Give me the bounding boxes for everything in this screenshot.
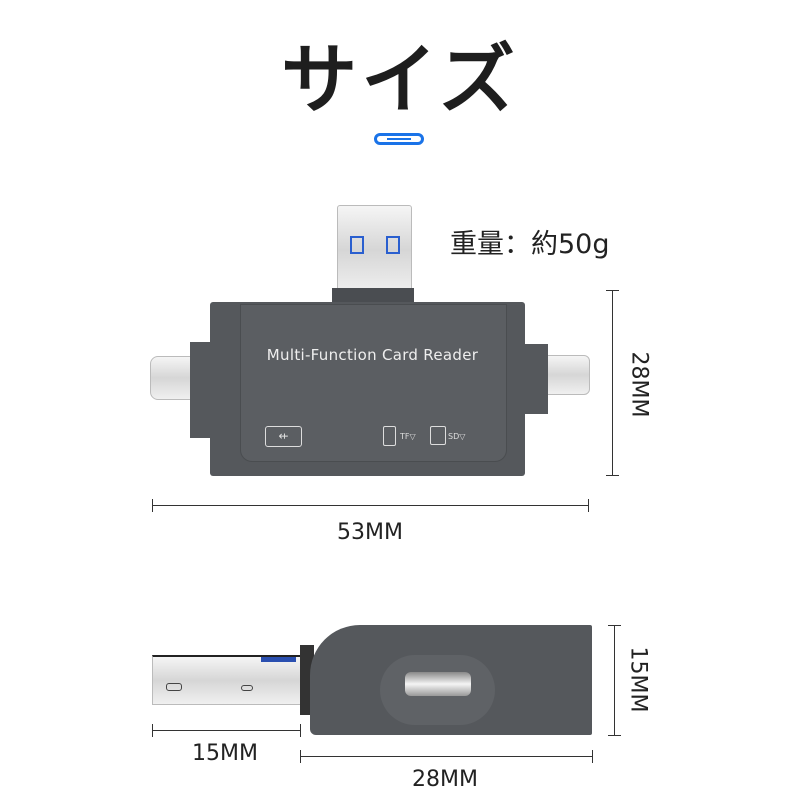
weight-text: 重量：約50g: [450, 229, 610, 260]
body-length-dimension: 28MM: [412, 767, 478, 792]
usb-port-icon: ⇷: [265, 426, 302, 447]
device-label: Multi-Function Card Reader: [266, 346, 479, 364]
front-height-dimension: 28MM: [626, 351, 652, 418]
tf-slot-label: TF▽: [400, 432, 416, 441]
usb-side-connector: [152, 655, 302, 705]
front-width-dimension: 53MM: [337, 520, 403, 545]
sd-slot-label: SD▽: [448, 432, 466, 441]
sd-card-icon: [430, 426, 446, 445]
usb-a-connector: [337, 205, 412, 295]
swivel-hinge: [405, 672, 471, 696]
lightning-connector: [150, 356, 195, 400]
usb-c-connector: [545, 355, 590, 395]
page-title: サイズ: [281, 35, 519, 124]
accent-divider-icon: [374, 133, 424, 145]
tf-card-icon: [383, 426, 396, 446]
side-height-dimension: 15MM: [625, 646, 651, 713]
usb-length-dimension: 15MM: [192, 741, 258, 766]
